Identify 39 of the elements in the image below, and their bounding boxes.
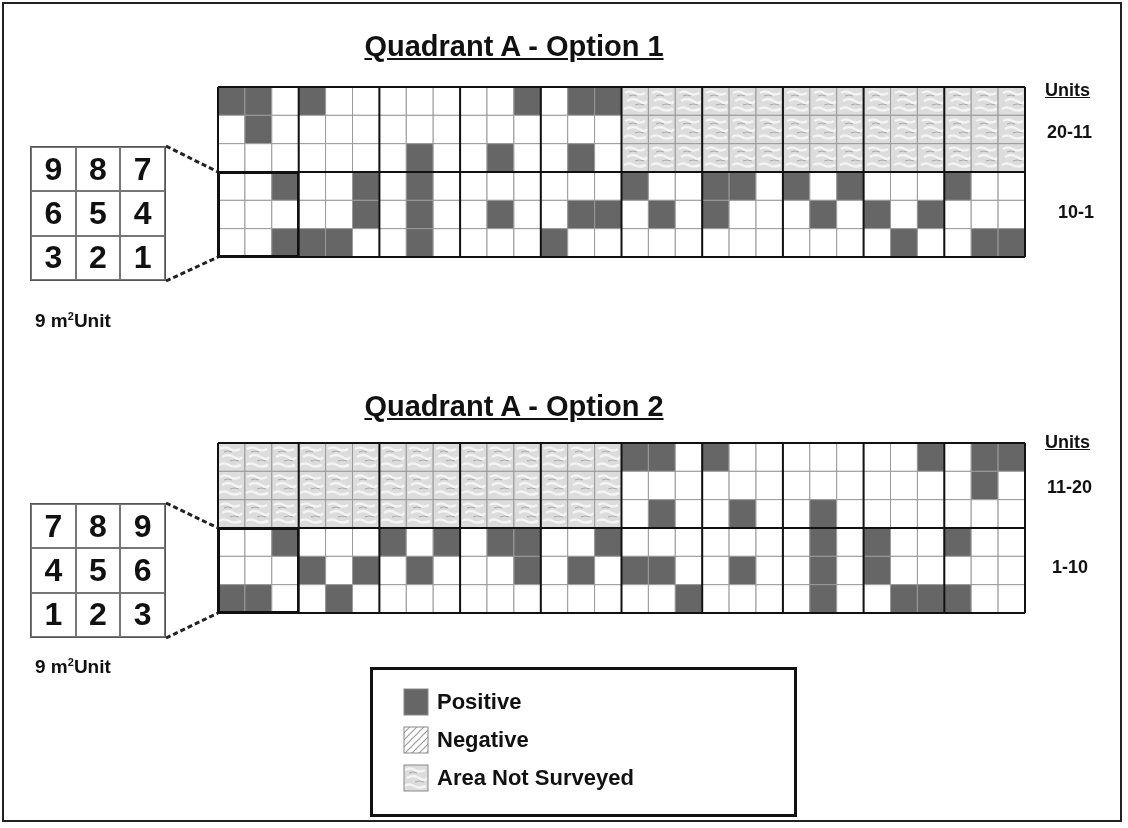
subplot-number: 1 [120,235,165,280]
subplot-number: 5 [75,548,121,593]
grid-unit-outline [218,528,299,613]
subplot-number: 3 [120,592,165,637]
subplot-number: 3 [31,235,76,280]
dashed-leader-line [165,611,219,640]
subplot-number: 2 [75,592,121,637]
subplot-number: 7 [120,147,165,192]
dashed-leader-line [165,501,219,530]
subplot-number: 5 [75,191,121,236]
subplot-number: 9 [120,504,165,549]
unit-caption: 9 m$^{2}$Unit [35,310,111,333]
subplot-number: 8 [75,504,121,549]
section-heading: Quadrant A - Option 2 [364,390,664,423]
unit-range-label: 1-10 [1052,557,1089,578]
unit-range-label: 11-20 [1047,477,1093,498]
subplot-number: 6 [120,548,165,593]
subplot-number: 2 [75,235,121,280]
subplot-number: 1 [31,592,76,637]
legend-label: Area Not Surveyed [437,765,634,791]
unit-range-label: 20-11 [1047,122,1093,143]
unit-range-label: 10-1 [1058,202,1095,223]
units-heading: Units [1045,80,1090,101]
dashed-leader-line [165,255,219,283]
unit-key-grid [30,503,166,638]
section-heading: Quadrant A - Option 1 [364,30,664,63]
legend-label: Positive [437,689,522,715]
units-heading: Units [1045,432,1090,453]
unit-key-grid [30,146,166,281]
dashed-leader-line [165,144,219,174]
unit-caption: 9 m$^{2}$Unit [35,656,111,679]
subplot-number: 4 [120,191,165,236]
grid-unit-outline [218,172,299,257]
subplot-number: 9 [31,147,76,192]
subplot-number: 8 [75,147,121,192]
subplot-number: 6 [31,191,76,236]
subplot-number: 7 [31,504,76,549]
legend-label: Negative [437,727,529,753]
subplot-number: 4 [31,548,76,593]
